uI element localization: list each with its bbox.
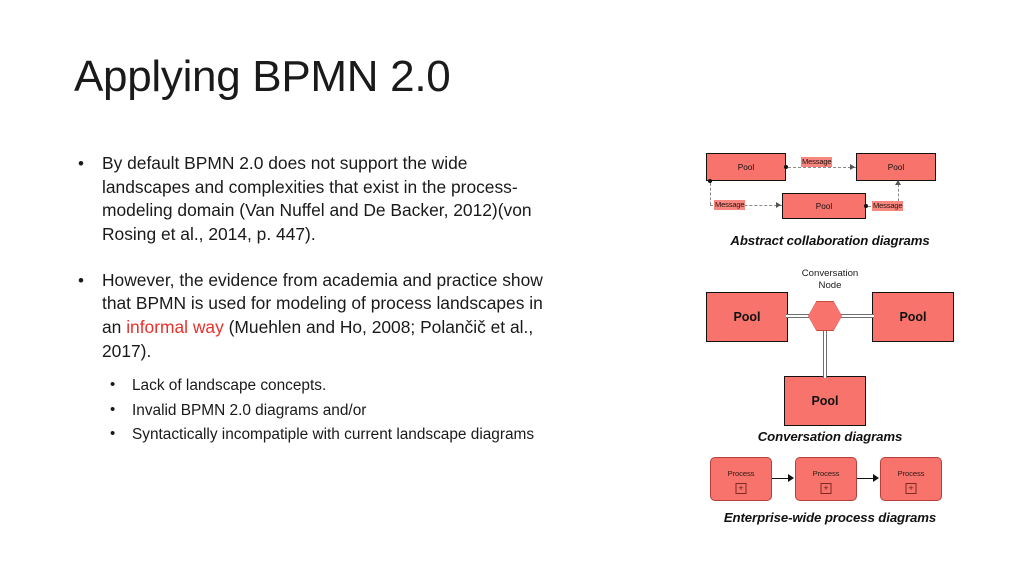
message-start-dot	[708, 179, 712, 183]
message-flow-connector	[788, 167, 856, 168]
pool-box: Pool	[784, 376, 866, 426]
bullet-item-1: • By default BPMN 2.0 does not support t…	[74, 152, 554, 247]
message-start-dot	[784, 165, 788, 169]
sub-bullet-item-1: • Lack of landscape concepts.	[108, 375, 554, 396]
pool-label: Pool	[899, 310, 927, 324]
figure-caption: Enterprise-wide process diagrams	[723, 510, 937, 525]
expand-marker-icon: +	[905, 483, 917, 494]
pool-label: Pool	[811, 394, 839, 408]
process-box: Process +	[710, 457, 772, 501]
conversation-node-hexagon-icon	[808, 301, 842, 331]
sub-bullet-text: Lack of landscape concepts.	[132, 377, 327, 395]
figure-column: Pool Pool Pool Message Message	[660, 140, 1000, 537]
figure-enterprise-process: Process + Process + Process + Enterprise…	[660, 447, 1000, 537]
pool-box: Pool	[856, 153, 936, 181]
spacer	[74, 247, 554, 269]
conversation-link	[838, 314, 874, 318]
pool-label: Pool	[887, 162, 905, 172]
sub-bullet-list: • Lack of landscape concepts. • Invalid …	[74, 375, 554, 445]
bullet-text: By default BPMN 2.0 does not support the…	[102, 153, 532, 245]
conversation-node-label: Conversation Node	[742, 268, 918, 292]
pool-label: Pool	[737, 162, 755, 172]
sequence-flow-connector	[772, 478, 789, 479]
sub-bullet-text: Invalid BPMN 2.0 diagrams and/or	[132, 401, 367, 419]
pool-box: Pool	[782, 193, 866, 219]
message-flow-arrow-icon	[850, 163, 855, 170]
bullet-marker: •	[78, 154, 84, 173]
message-flow-connector	[710, 205, 782, 206]
message-label: Message	[872, 201, 904, 211]
body-content: • By default BPMN 2.0 does not support t…	[74, 152, 554, 448]
figure-abstract-collaboration: Pool Pool Pool Message Message	[660, 140, 1000, 258]
pool-box: Pool	[706, 292, 788, 342]
sub-bullet-text: Syntactically incompatiple with current …	[132, 425, 535, 443]
expand-marker-icon: +	[735, 483, 747, 494]
process-box: Process +	[795, 457, 857, 501]
pool-label: Pool	[815, 201, 833, 211]
pool-box: Pool	[872, 292, 954, 342]
pool-label: Pool	[733, 310, 761, 324]
process-label: Process	[727, 469, 755, 478]
bullet-item-2: • However, the evidence from academia an…	[74, 269, 554, 364]
message-flow-connector	[710, 183, 711, 205]
sequence-flow-connector	[857, 478, 874, 479]
message-flow-arrow-icon	[894, 180, 901, 185]
message-start-dot	[864, 204, 868, 208]
sequence-flow-arrow-icon	[873, 474, 879, 482]
figure-caption: Abstract collaboration diagrams	[730, 233, 930, 248]
conversation-node-label-line1: Conversation	[801, 268, 859, 279]
page-title: Applying BPMN 2.0	[74, 52, 451, 101]
figure-conversation: Conversation Node Pool Pool Pool Conver	[660, 268, 1000, 444]
bullet-marker: •	[110, 424, 116, 442]
figure-caption: Conversation diagrams	[757, 429, 903, 444]
bullet-marker: •	[110, 376, 116, 394]
bullet-marker: •	[78, 270, 84, 290]
process-label: Process	[812, 469, 840, 478]
conversation-node-label-line2: Node	[818, 280, 842, 291]
conversation-link	[786, 314, 822, 318]
sequence-flow-arrow-icon	[788, 474, 794, 482]
pool-box: Pool	[706, 153, 786, 181]
process-label: Process	[897, 469, 925, 478]
message-label: Message	[801, 157, 833, 167]
sub-bullet-item-2: • Invalid BPMN 2.0 diagrams and/or	[108, 400, 554, 421]
message-label: Message	[714, 200, 746, 210]
sub-bullet-item-3: • Syntactically incompatiple with curren…	[108, 424, 554, 445]
bullet-text-part-2: (Muehlen and Ho, 2008; Polančič et al., …	[102, 317, 534, 361]
message-flow-connector	[898, 184, 899, 206]
process-box: Process +	[880, 457, 942, 501]
message-flow-arrow-icon	[776, 201, 781, 208]
conversation-link	[823, 326, 827, 378]
expand-marker-icon: +	[820, 483, 832, 494]
bullet-text-part-1: However, the evidence from academia and …	[102, 269, 543, 338]
highlighted-phrase: informal way	[126, 317, 224, 338]
bullet-marker: •	[110, 400, 116, 418]
